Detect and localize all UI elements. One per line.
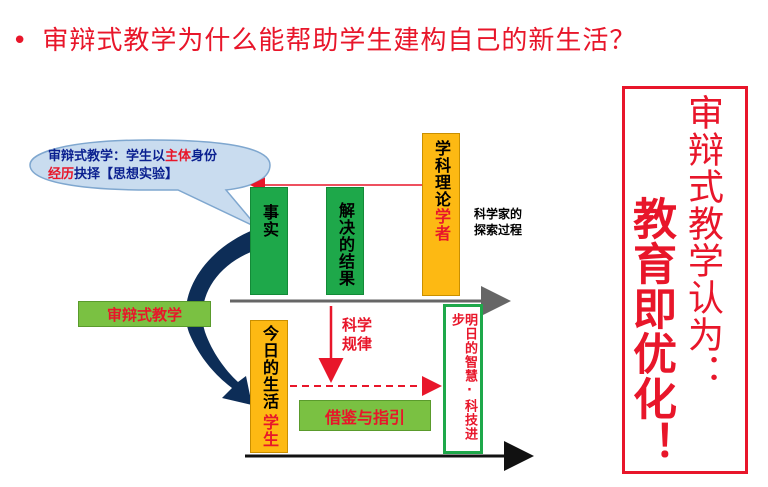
callout-text-part: 审辩式教学：学生以: [48, 149, 166, 164]
today-life-box: 今日的生活 学生: [250, 320, 288, 453]
theory-label: 学科理论: [432, 140, 451, 208]
fact-box: 事实: [250, 187, 288, 295]
today-student-label: 学生: [260, 414, 279, 448]
explore-line: 科学家的: [474, 207, 523, 221]
explore-process-label: 科学家的 探索过程: [474, 206, 522, 238]
conclusion-panel: [622, 86, 748, 474]
solution-box: 解决的结果: [326, 187, 364, 295]
today-life-label: 今日的生活: [260, 325, 279, 410]
solution-label: 解决的结果: [336, 202, 355, 287]
callout-bubble: [29, 139, 271, 229]
callout-text-part: 【思想实验】: [100, 167, 179, 182]
tomorrow-box: 明日的智慧·科技进步: [443, 304, 483, 454]
law-line: 规律: [342, 335, 373, 353]
callout-highlight-experience: 经历: [48, 167, 75, 182]
callout-highlight-subject: 主体: [165, 149, 192, 164]
page-title-text: 审辩式教学为什么能帮助学生建构自己的新生活？: [42, 26, 637, 56]
bullet-icon: •: [12, 26, 29, 56]
scholar-label: 学者: [432, 208, 451, 242]
tomorrow-label: 明日的智慧·科技进步: [449, 313, 477, 441]
page-title: • 审辩式教学为什么能帮助学生建构自己的新生活？: [12, 20, 636, 57]
callout-text: 审辩式教学：学生以主体身份 经历抉择【思想实验】: [48, 148, 248, 184]
law-line: 科学: [342, 316, 373, 334]
conclusion-statement: 教育即优化！: [625, 196, 676, 466]
theory-box: 学科理论 学者: [422, 133, 460, 296]
guide-label: 借鉴与指引: [299, 400, 431, 431]
callout-text-part: 身份: [191, 149, 218, 164]
conclusion-intro: 审辩式教学认为：: [682, 94, 723, 390]
method-label: 审辩式教学: [78, 301, 211, 327]
explore-line: 探索过程: [474, 223, 523, 237]
curved-transfer-arrow: [185, 228, 262, 405]
science-law-label: 科学 规律: [342, 316, 372, 354]
fact-label: 事实: [260, 204, 279, 238]
callout-text-part: 抉择: [74, 167, 101, 182]
